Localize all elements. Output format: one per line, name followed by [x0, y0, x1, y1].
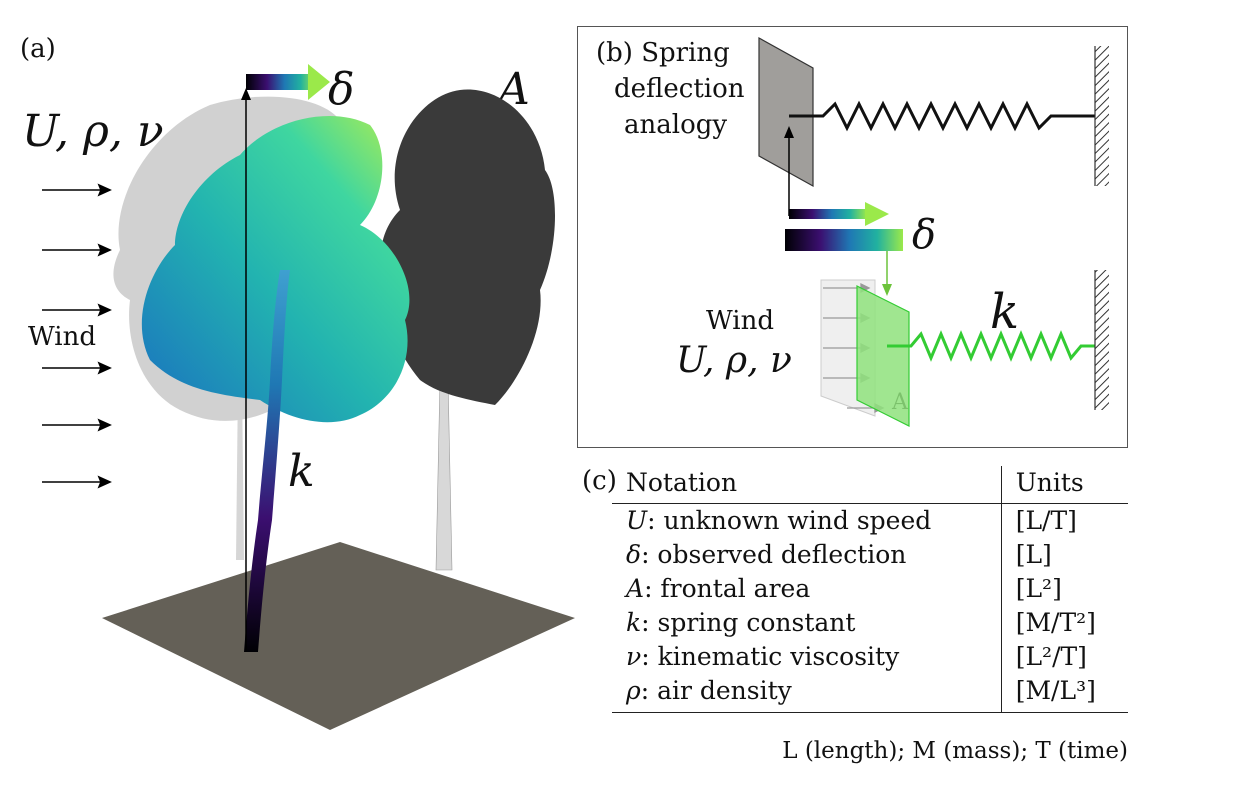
deflection-arrow — [246, 64, 330, 100]
wind-arrow — [42, 183, 112, 197]
symbol: ν — [626, 642, 642, 671]
description: : spring constant — [641, 608, 856, 637]
header-notation: Notation — [612, 466, 1002, 504]
colored-tree-trunk — [244, 270, 290, 652]
description: : kinematic viscosity — [641, 642, 900, 671]
symbol: δ — [626, 540, 642, 569]
wind-arrow — [42, 361, 112, 375]
panel-b-wind-label: Wind — [706, 306, 774, 336]
ground-plane — [102, 542, 575, 730]
lower-arrow — [882, 251, 892, 296]
top-wall — [1095, 46, 1109, 186]
wind-arrow — [42, 475, 112, 489]
colored-tree-canopy — [141, 116, 410, 423]
unit-cell: [M/L³] — [1000, 674, 1128, 713]
wind-arrows — [42, 183, 112, 489]
panel-a-wind-label: Wind — [28, 322, 96, 352]
green-spring — [887, 330, 1095, 362]
panel-b-spring-label: k — [990, 284, 1020, 340]
panel-b-title-line3: analogy — [624, 110, 728, 140]
symbol: U — [626, 506, 648, 535]
unit-cell: [M/T²] — [1000, 606, 1128, 640]
table-row: k: spring constant [M/T²] — [612, 606, 1128, 640]
wind-arrow — [42, 243, 112, 257]
unit-cell: [L²/T] — [1000, 640, 1128, 674]
panel-a-tag: (a) — [20, 34, 56, 64]
upper-arrow — [784, 126, 889, 226]
panel-a-spring-label: k — [288, 446, 315, 497]
units-footnote: L (length); M (mass); T (time) — [782, 738, 1128, 764]
description: : frontal area — [644, 574, 811, 603]
notation-cell: A: frontal area — [612, 572, 1001, 606]
green-plate — [856, 285, 910, 427]
unit-cell: [L²] — [1000, 572, 1128, 606]
notation-cell: ν: kinematic viscosity — [612, 640, 1001, 674]
symbol: ρ — [626, 676, 641, 705]
unit-cell: [L/T] — [1000, 503, 1128, 538]
black-spring — [789, 100, 1095, 132]
notation-cell: k: spring constant — [612, 606, 1001, 640]
panel-a-illustration — [42, 64, 575, 730]
panel-a-flow-vars: U, ρ, ν — [22, 106, 164, 157]
panel-b-frame — [577, 26, 1128, 448]
table-row: δ: observed deflection [L] — [612, 538, 1128, 572]
delta-bar — [785, 229, 903, 251]
description: : unknown wind speed — [647, 506, 932, 535]
table-row: ν: kinematic viscosity [L²/T] — [612, 640, 1128, 674]
description: : observed deflection — [641, 540, 907, 569]
dark-tree — [380, 89, 556, 571]
wind-arrow — [42, 303, 112, 317]
wind-arrow — [42, 418, 112, 432]
bottom-wall — [1095, 270, 1109, 410]
header-units: Units — [1000, 466, 1128, 504]
symbol: A — [626, 574, 645, 603]
notation-cell: U: unknown wind speed — [612, 504, 1001, 539]
table-row: A: frontal area [L²] — [612, 572, 1128, 606]
grey-plate — [758, 36, 814, 188]
description: : air density — [640, 676, 792, 705]
panel-a-delta-label: δ — [328, 64, 355, 115]
height-arrow — [241, 88, 251, 652]
table-row: U: unknown wind speed [L/T] — [612, 503, 1128, 539]
notation-cell: δ: observed deflection — [612, 538, 1001, 572]
table-row: ρ: air density [M/L³] — [612, 674, 1128, 713]
panel-c-tag: (c) — [582, 466, 617, 496]
notation-table: Notation Units U: unknown wind speed [L/… — [612, 466, 1128, 713]
unit-cell: [L] — [1000, 538, 1128, 572]
panel-b-flow-vars: U, ρ, ν — [676, 340, 792, 381]
symbol: k — [626, 608, 642, 637]
panel-b-illustration — [758, 36, 1109, 427]
notation-cell: ρ: air density — [612, 674, 1002, 713]
panel-b-title-line2: deflection — [614, 74, 745, 104]
panel-b-delta-label: δ — [912, 212, 937, 258]
panel-b-tag: (b) Spring — [596, 38, 730, 68]
